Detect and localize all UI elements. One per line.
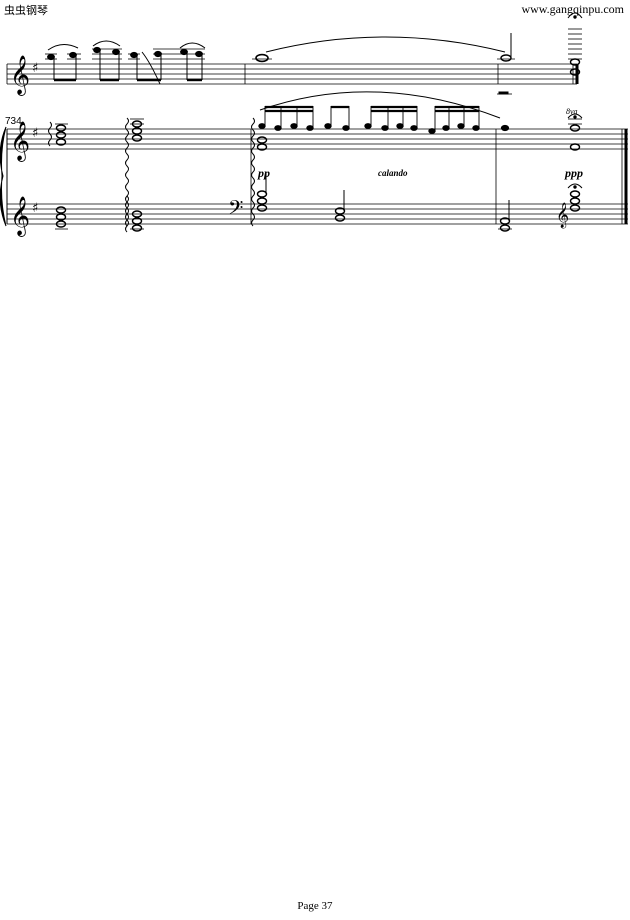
piano-bass-staff xyxy=(7,203,628,225)
sharp-icon: ♯ xyxy=(32,126,38,141)
measure-number: 734 xyxy=(5,116,22,127)
site-url: www.gangqinpu.com xyxy=(521,2,624,16)
treble-clef-icon: 𝄞 xyxy=(10,121,30,162)
upper-voice-staff xyxy=(6,63,579,85)
melody-notes-m2 xyxy=(252,12,583,95)
ottava-mark: 8va xyxy=(566,107,578,116)
bass-clef-icon: 𝄢 xyxy=(228,196,243,224)
barlines xyxy=(6,129,628,224)
dynamic-pp: pp xyxy=(257,166,270,180)
bass-arpeggio-marks xyxy=(125,195,129,233)
melody-notes-m1 xyxy=(45,40,206,85)
fermata-icon xyxy=(567,113,583,189)
piano-treble-staff xyxy=(7,128,628,150)
sharp-icon: ♯ xyxy=(32,201,38,216)
site-name: 虫虫钢琴 xyxy=(4,4,48,17)
expression-calando: calando xyxy=(378,168,408,178)
sharp-icon: ♯ xyxy=(32,61,38,76)
page-number: Page 37 xyxy=(297,900,333,912)
treble-clef-icon: 𝄞 xyxy=(10,55,30,96)
piano-bass-chords xyxy=(55,172,581,232)
dynamic-ppp: ppp xyxy=(564,166,583,180)
piano-treble-run xyxy=(258,91,510,134)
grand-staff-brace xyxy=(0,126,7,227)
piano-treble-chords xyxy=(55,118,582,151)
treble-clef-icon: 𝄞 xyxy=(10,196,30,237)
treble-clef-icon: 𝄞 xyxy=(556,202,569,228)
